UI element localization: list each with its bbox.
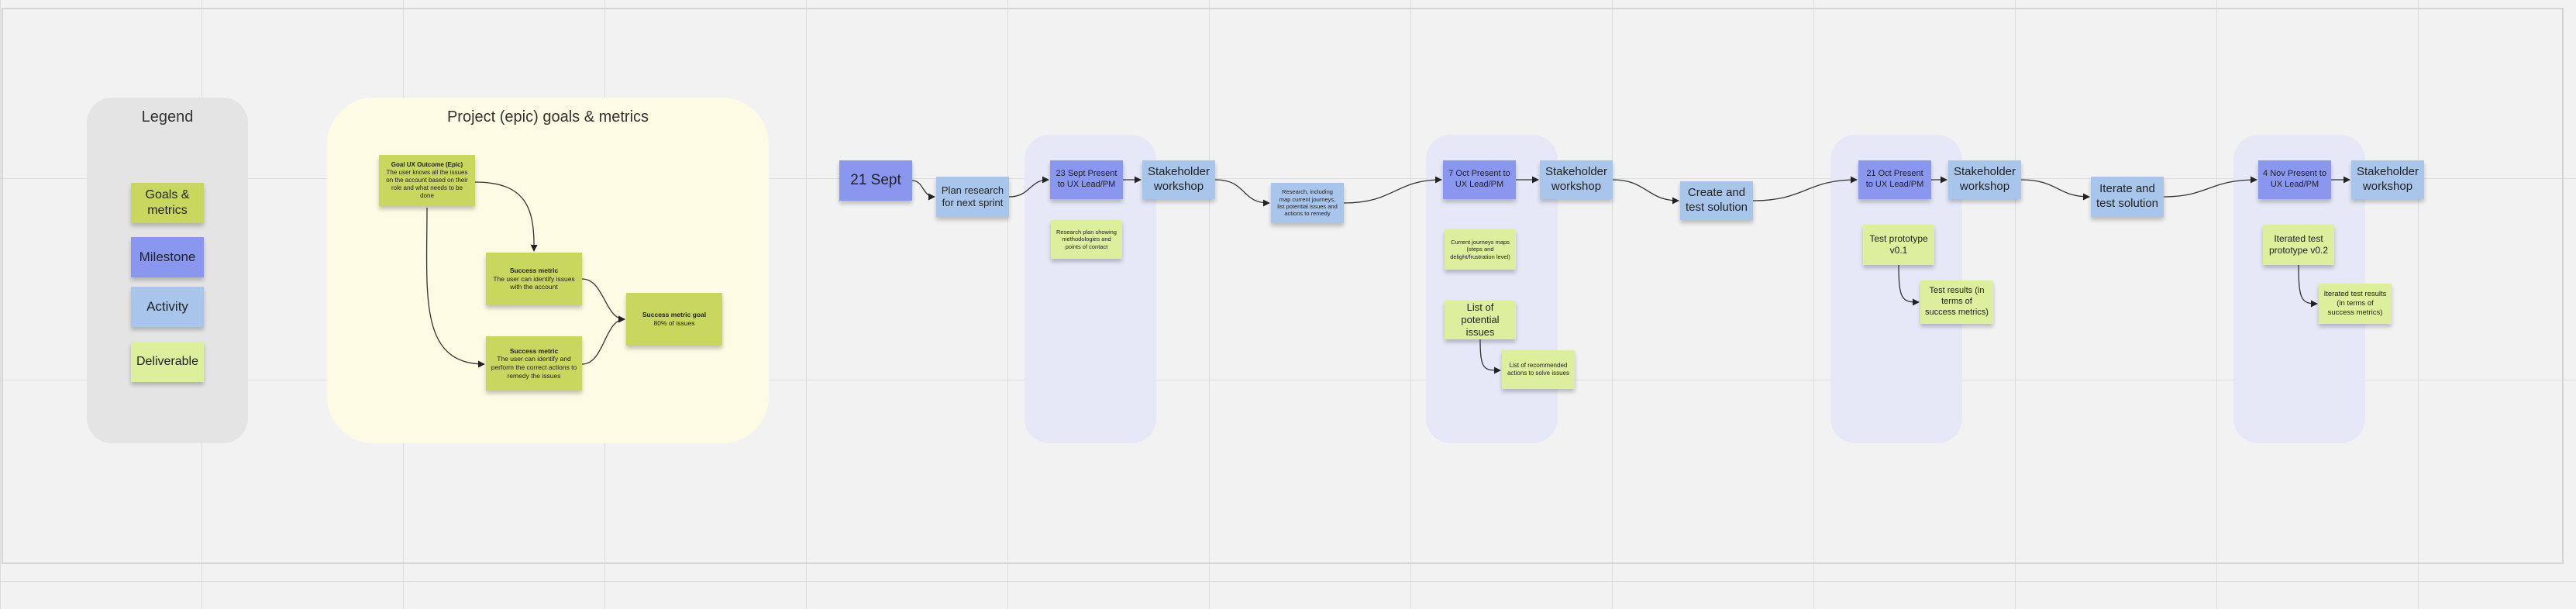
metric1-text: The user can identify issues with the ac… xyxy=(493,274,575,291)
goal-text: The user knows all the issues on the acc… xyxy=(386,169,468,199)
iterate-test-activity-note[interactable]: Iterate and test solution xyxy=(2091,177,2164,217)
goal-ux-outcome-note[interactable]: Goal UX Outcome (Epic) The user knows al… xyxy=(379,155,475,206)
legend-goals-note[interactable]: Goals & metrics xyxy=(131,183,204,223)
sprint-4-deliverable-1-note[interactable]: Iterated test prototype v0.2 xyxy=(2263,225,2334,265)
legend-activity-note[interactable]: Activity xyxy=(131,287,204,327)
research-activity-note[interactable]: Research, including map current journeys… xyxy=(1271,183,1344,223)
sprint-2-milestone-note[interactable]: 7 Oct Present to UX Lead/PM xyxy=(1443,160,1516,199)
legend-panel: Legend xyxy=(87,98,248,443)
sprint-4-milestone-note[interactable]: 4 Nov Present to UX Lead/PM xyxy=(2258,160,2331,199)
metric2-heading: Success metric xyxy=(509,346,559,355)
create-test-activity-note[interactable]: Create and test solution xyxy=(1680,181,1753,220)
sprint-2-deliverable-3-note[interactable]: List of recommended actions to solve iss… xyxy=(1502,350,1575,389)
sprint-1-milestone-note[interactable]: 23 Sept Present to UX Lead/PM xyxy=(1050,160,1123,199)
sprint-4-deliverable-2-note[interactable]: Iterated test results (in terms of succe… xyxy=(2319,284,2392,324)
sprint-2-deliverable-2-note[interactable]: List of potential issues xyxy=(1445,301,1516,339)
start-milestone-note[interactable]: 21 Sept xyxy=(839,160,912,201)
sprint-3-deliverable-2-note[interactable]: Test results (in terms of success metric… xyxy=(1920,280,1993,324)
sprint-3-milestone-note[interactable]: 21 Oct Present to UX Lead/PM xyxy=(1858,160,1931,199)
sprint-1-deliverable-note[interactable]: Research plan showing methodologies and … xyxy=(1051,220,1122,259)
sprint-1-workshop-note[interactable]: Stakeholder workshop xyxy=(1142,160,1215,199)
sprint-2-deliverable-1-note[interactable]: Current journeys maps (steps and delight… xyxy=(1445,229,1516,270)
metric1-heading: Success metric xyxy=(509,267,559,275)
sprint-3-deliverable-1-note[interactable]: Test prototype v0.1 xyxy=(1863,225,1934,265)
sprint-3-workshop-note[interactable]: Stakeholder workshop xyxy=(1948,160,2021,199)
metric-goal-heading: Success metric goal xyxy=(642,311,707,319)
project-title: Project (epic) goals & metrics xyxy=(446,108,649,126)
metric2-text: The user can identify and perform the co… xyxy=(491,355,577,380)
success-metric-2-note[interactable]: Success metric The user can identify and… xyxy=(486,336,582,391)
legend-title: Legend xyxy=(141,108,194,126)
success-metric-1-note[interactable]: Success metric The user can identify iss… xyxy=(486,253,582,305)
legend-deliverable-note[interactable]: Deliverable xyxy=(131,342,204,382)
sprint-4-workshop-note[interactable]: Stakeholder workshop xyxy=(2351,160,2424,199)
legend-milestone-note[interactable]: Milestone xyxy=(131,237,204,277)
success-metric-goal-note[interactable]: Success metric goal 80% of issues xyxy=(626,293,722,346)
board-frame xyxy=(2,8,2564,564)
metric-goal-text: 80% of issues xyxy=(653,319,695,327)
goal-heading: Goal UX Outcome (Epic) xyxy=(391,161,463,168)
sprint-2-workshop-note[interactable]: Stakeholder workshop xyxy=(1540,160,1613,199)
plan-research-note[interactable]: Plan research for next sprint xyxy=(936,177,1009,217)
